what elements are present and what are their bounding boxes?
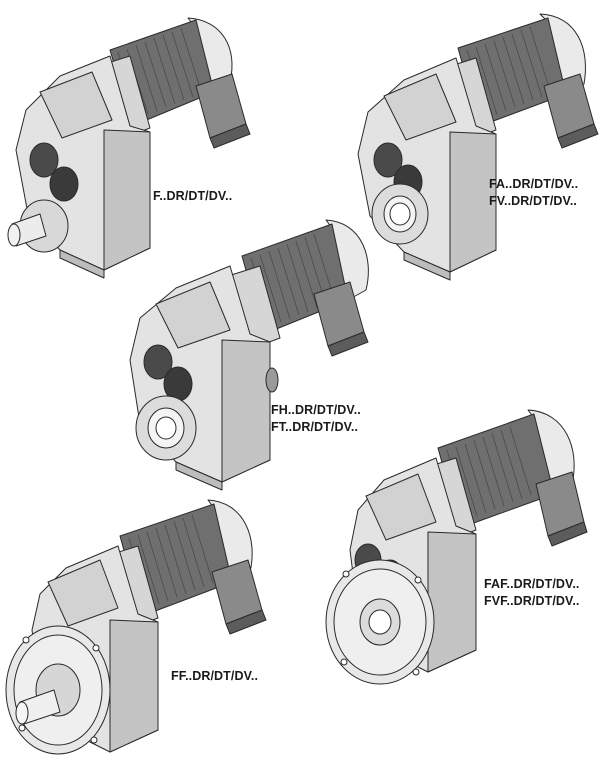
- unit-ft-designation: FT..DR/DT/DV..: [271, 420, 359, 434]
- unit-ff-label: FF..DR/DT/DV..: [171, 668, 258, 685]
- unit-faf-designation: FAF..DR/DT/DV..: [484, 577, 580, 591]
- unit-fv-designation: FV..DR/DT/DV..: [489, 194, 577, 208]
- unit-fvf-designation: FVF..DR/DT/DV..: [484, 594, 580, 608]
- gearmotor-f-solid-shaft: [7, 17, 251, 279]
- unit-f-label: F..DR/DT/DV..: [153, 188, 232, 205]
- gearmotor-ff-flange-solid-shaft: [5, 499, 267, 755]
- unit-fa-label: FA..DR/DT/DV.. FV..DR/DT/DV..: [489, 176, 578, 210]
- unit-ff-designation: FF..DR/DT/DV..: [171, 669, 259, 683]
- gearmotor-fh-hollow-shaft: [129, 219, 369, 491]
- unit-fa-designation: FA..DR/DT/DV..: [489, 177, 579, 191]
- unit-f-designation: F..DR/DT/DV..: [153, 189, 233, 203]
- unit-fh-designation: FH..DR/DT/DV..: [271, 403, 361, 417]
- unit-faf-label: FAF..DR/DT/DV.. FVF..DR/DT/DV..: [484, 576, 580, 610]
- gearmotor-fa-hollow-shaft: [357, 13, 599, 281]
- unit-fh-label: FH..DR/DT/DV.. FT..DR/DT/DV..: [271, 402, 361, 436]
- gearmotor-faf-flange-hollow-shaft: [325, 409, 588, 685]
